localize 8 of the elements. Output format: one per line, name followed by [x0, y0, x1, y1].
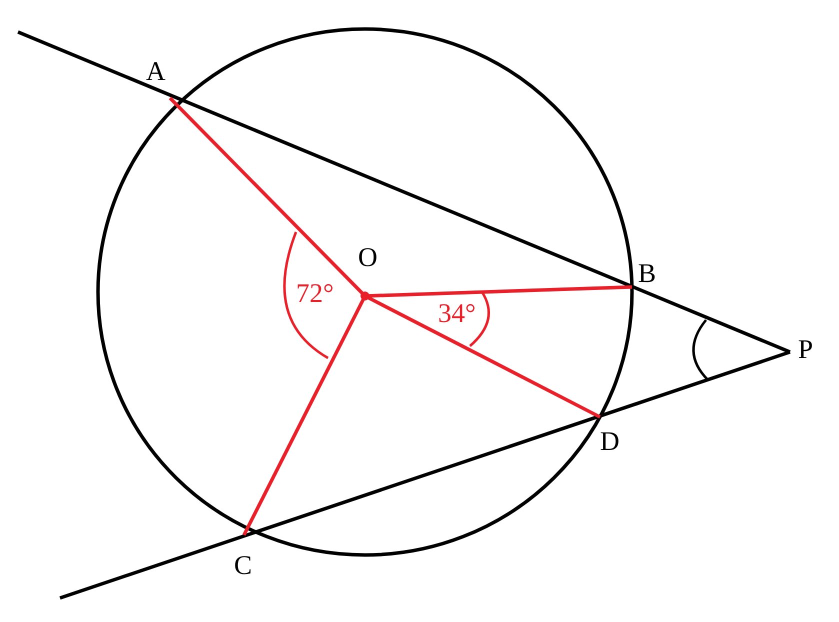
point-label: B — [638, 260, 656, 287]
point-label: O — [358, 244, 378, 271]
point-label: D — [600, 428, 620, 455]
point-label: P — [798, 336, 814, 363]
angle-label: 72° — [296, 280, 334, 307]
point-label: C — [234, 552, 252, 579]
angle-label: 34° — [438, 300, 476, 327]
point-label: A — [146, 58, 166, 85]
